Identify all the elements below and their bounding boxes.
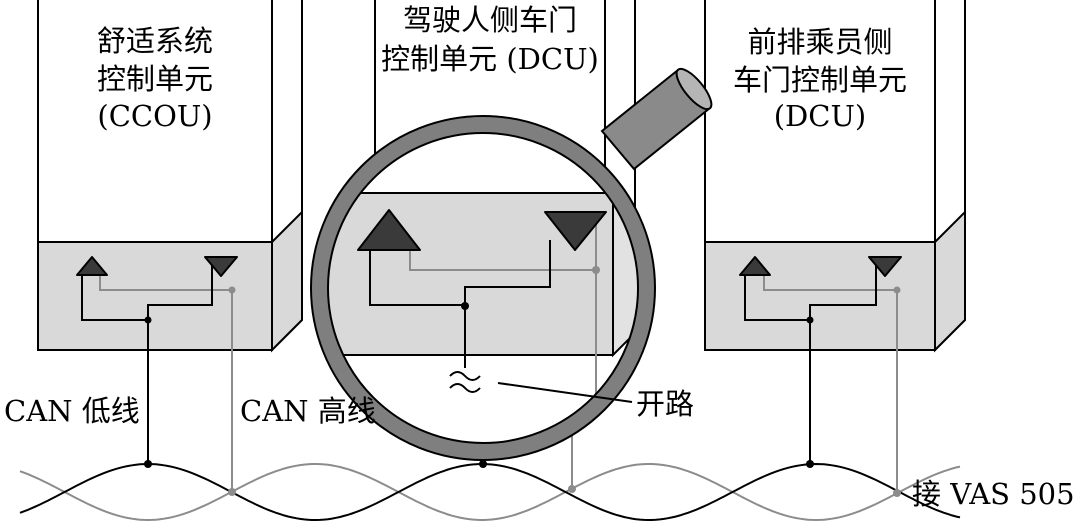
open-circuit-label: 开路 [636, 387, 694, 421]
can-low-internal-wire [744, 265, 877, 321]
unit-name-line-2: 控制单元 [97, 62, 213, 96]
open-circuit-leader-line [497, 382, 633, 403]
unit-name-line-1: 前排乘员侧 [747, 25, 892, 59]
can-high-bus-node-dot [228, 488, 236, 496]
handle-end-cap [675, 67, 713, 111]
receive-triangle-icon [544, 211, 607, 251]
magnifier [310, 67, 713, 461]
unit-name-line-2: 车门控制单元 [733, 63, 907, 97]
can-high-internal-wire [99, 275, 232, 291]
unit-name-line-3: (DCU) [774, 99, 867, 133]
unit-name-line-3: (CCOU) [97, 99, 212, 133]
can-high-bus-node-dot [568, 485, 576, 493]
can-low-bus-node-dot [144, 460, 152, 468]
can-high-label: CAN 高线 [240, 394, 376, 428]
transmit-triangle-icon [76, 256, 108, 276]
unit-name-line-1: 舒适系统 [97, 24, 213, 58]
can-low-internal-wire [464, 240, 551, 305]
receive-triangle-icon [868, 256, 902, 277]
can-low-label: CAN 低线 [4, 394, 140, 428]
unit-connector-side [934, 209, 966, 353]
can-low-bus-line [19, 462, 961, 521]
receive-triangle-icon [204, 256, 238, 277]
can-low-bus-node-dot [479, 460, 487, 468]
magnifier-handle [600, 67, 713, 171]
can-high-internal-wire [409, 250, 596, 271]
open-circuit-break-icon [449, 371, 481, 393]
passenger-door-control-unit: 前排乘员侧 车门控制单元 (DCU) [704, 0, 966, 353]
unit-name-line-2: 控制单元 (DCU) [381, 42, 599, 76]
can-high-bus-line [19, 463, 961, 522]
can-low-junction-dot [461, 302, 469, 310]
can-high-bus-node-dot [893, 489, 901, 497]
vas-5051-label: 接 VAS 5051 [912, 477, 1076, 511]
can-low-internal-wire [81, 265, 213, 321]
transmit-triangle-icon [357, 209, 421, 251]
comfort-control-unit: 舒适系统 控制单元 (CCOU) [37, 0, 303, 353]
can-low-bus-node-dot [806, 460, 814, 468]
can-low-internal-wire [369, 250, 465, 306]
unit-connector-side [271, 209, 303, 353]
lens-inner-edge [327, 132, 639, 444]
can-high-junction-dot [592, 266, 600, 274]
can-high-internal-wire [763, 275, 897, 291]
unit-name-line-1: 驾驶人侧车门 [403, 3, 577, 37]
can-twisted-pair [19, 460, 961, 522]
transmit-triangle-icon [739, 256, 771, 276]
